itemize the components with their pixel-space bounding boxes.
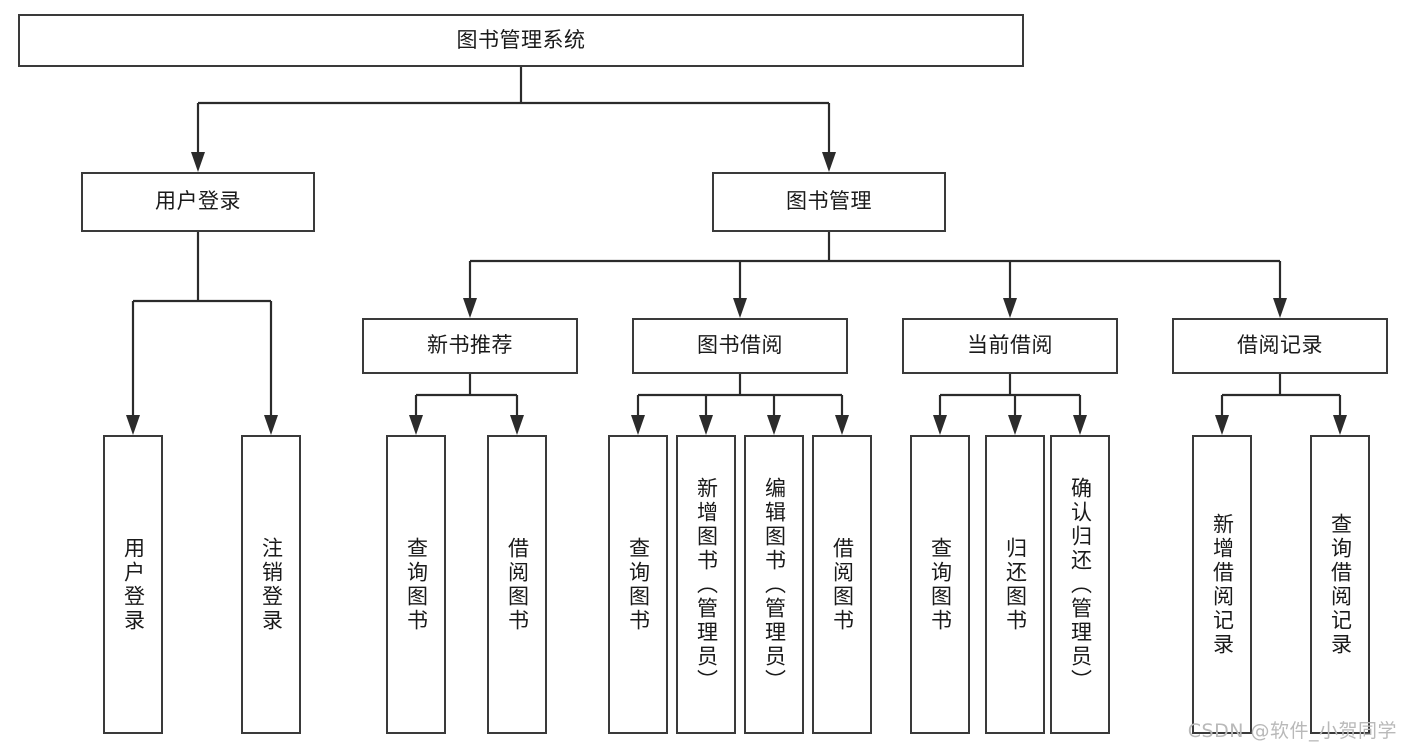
node-leaf-confirm-return[interactable]: 确认归还（管理员） [1050,435,1110,734]
node-label-leaf-confirm-return: 确认归还（管理员） [1068,476,1093,693]
node-label-new-book-recommend: 新书推荐 [427,333,513,358]
node-label-leaf-return-book: 归还图书 [1003,536,1028,633]
node-leaf-query-book[interactable]: 查询图书 [608,435,668,734]
node-leaf-query-book-recommend[interactable]: 查询图书 [386,435,446,734]
node-label-leaf-borrow-book-recommend: 借阅图书 [505,536,530,633]
node-label-leaf-user-logout: 注销登录 [259,536,284,633]
arrow-head-icon [409,415,423,435]
node-label-leaf-edit-book: 编辑图书（管理员） [762,476,787,693]
node-leaf-return-book[interactable]: 归还图书 [985,435,1045,734]
arrow-head-icon [933,415,947,435]
node-label-leaf-query-book-recommend: 查询图书 [404,536,429,633]
node-label-leaf-borrow-book: 借阅图书 [830,536,855,633]
node-leaf-borrow-book[interactable]: 借阅图书 [812,435,872,734]
node-label-leaf-query-book-current: 查询图书 [928,536,953,633]
arrow-head-icon [699,415,713,435]
arrow-head-icon [264,415,278,435]
arrow-head-icon [126,415,140,435]
node-leaf-query-book-current[interactable]: 查询图书 [910,435,970,734]
node-label-book-manage: 图书管理 [786,189,872,214]
watermark-text: CSDN @软件_小贺同学 [1187,720,1397,742]
node-label-current-borrow: 当前借阅 [967,333,1053,358]
arrow-head-icon [631,415,645,435]
node-label-user-login: 用户登录 [155,189,241,214]
arrow-head-icon [510,415,524,435]
node-root[interactable]: 图书管理系统 [18,14,1024,67]
arrow-head-icon [463,298,477,318]
arrow-head-icon [1273,298,1287,318]
node-leaf-user-logout[interactable]: 注销登录 [241,435,301,734]
arrow-head-icon [1073,415,1087,435]
node-book-borrow[interactable]: 图书借阅 [632,318,848,374]
node-book-manage[interactable]: 图书管理 [712,172,946,232]
arrow-head-icon [1333,415,1347,435]
node-label-leaf-user-login: 用户登录 [121,536,146,633]
node-label-leaf-add-book: 新增图书（管理员） [694,476,719,693]
node-leaf-add-borrow-record[interactable]: 新增借阅记录 [1192,435,1252,734]
node-leaf-edit-book[interactable]: 编辑图书（管理员） [744,435,804,734]
node-leaf-user-login[interactable]: 用户登录 [103,435,163,734]
arrow-head-icon [1008,415,1022,435]
arrow-head-icon [822,152,836,172]
node-leaf-query-borrow-record[interactable]: 查询借阅记录 [1310,435,1370,734]
node-leaf-borrow-book-recommend[interactable]: 借阅图书 [487,435,547,734]
node-label-leaf-query-book: 查询图书 [626,536,651,633]
node-current-borrow[interactable]: 当前借阅 [902,318,1118,374]
arrow-head-icon [733,298,747,318]
arrow-head-icon [1215,415,1229,435]
arrow-head-icon [835,415,849,435]
node-user-login[interactable]: 用户登录 [81,172,315,232]
node-label-leaf-query-borrow-record: 查询借阅记录 [1328,512,1353,657]
arrow-head-icon [767,415,781,435]
node-label-borrow-record: 借阅记录 [1237,333,1323,358]
node-label-leaf-add-borrow-record: 新增借阅记录 [1210,512,1235,657]
node-label-root: 图书管理系统 [456,27,586,52]
node-new-book-recommend[interactable]: 新书推荐 [362,318,578,374]
node-borrow-record[interactable]: 借阅记录 [1172,318,1388,374]
arrow-head-icon [1003,298,1017,318]
node-leaf-add-book[interactable]: 新增图书（管理员） [676,435,736,734]
node-label-book-borrow: 图书借阅 [697,333,783,358]
arrow-head-icon [191,152,205,172]
